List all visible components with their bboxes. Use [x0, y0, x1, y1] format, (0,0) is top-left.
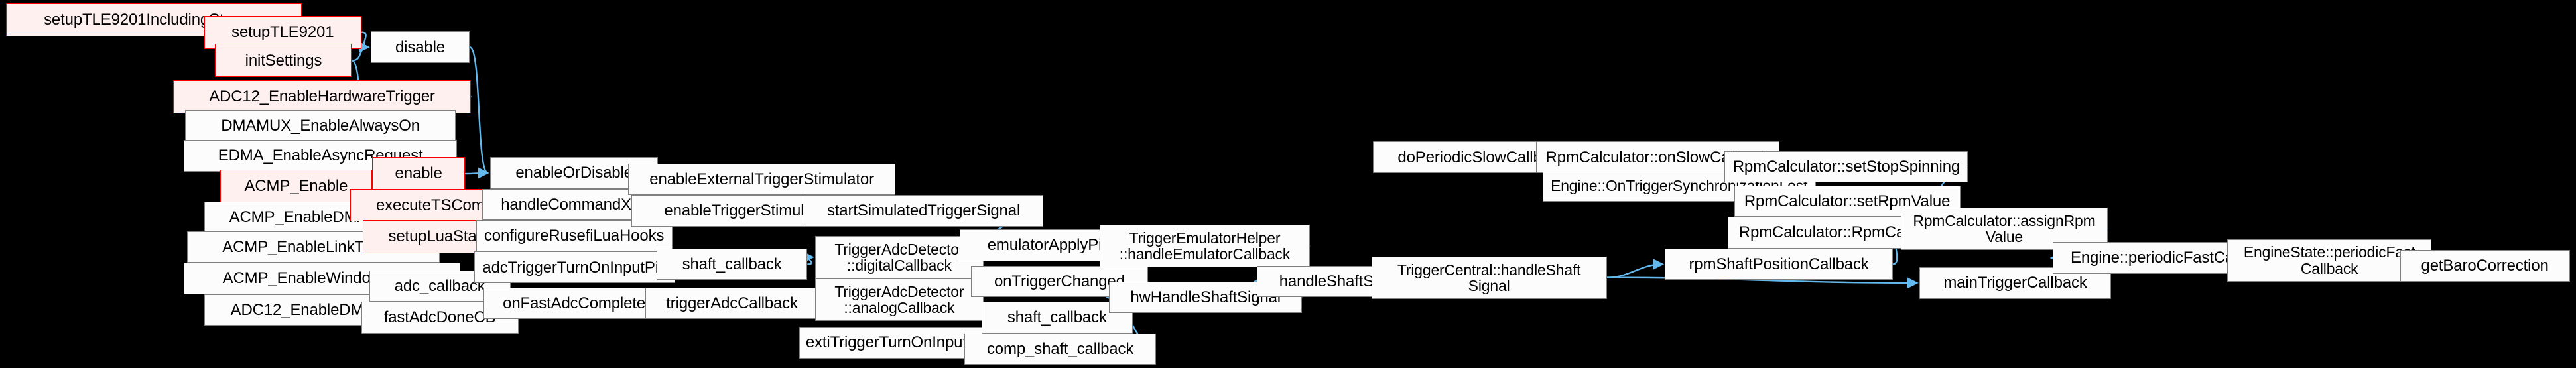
graph-node-TriggerCentral_handleShaft[interactable]: TriggerCentral::handleShaft Signal [1371, 256, 1607, 299]
graph-node-initSettings[interactable]: initSettings [215, 44, 352, 78]
graph-node-enableOrDisable[interactable]: enableOrDisable [489, 157, 659, 189]
graph-node-RpmCalculator_setStopSpinning[interactable]: RpmCalculator::setStopSpinning [1724, 151, 1968, 183]
graph-node-shaft_callback_a[interactable]: shaft_callback [656, 248, 808, 280]
graph-node-ACMP_Enable[interactable]: ACMP_Enable [220, 170, 373, 203]
graph-node-rpmShaftPositionCallback[interactable]: rpmShaftPositionCallback [1665, 248, 1893, 280]
graph-node-DMAMUX_EnableAlwaysOn[interactable]: DMAMUX_EnableAlwaysOn [185, 110, 456, 142]
graph-node-extiTriggerTurnOnInputPin[interactable]: extiTriggerTurnOnInputPin [799, 327, 996, 359]
graph-node-TriggerAdcDetector_digital[interactable]: TriggerAdcDetector ::digitalCallback [815, 235, 984, 278]
graph-node-TriggerEmulatorHelper[interactable]: TriggerEmulatorHelper ::handleEmulatorCa… [1099, 225, 1311, 268]
graph-node-shaft_callback_b[interactable]: shaft_callback [982, 302, 1133, 334]
graph-edge-shaft_callback_a-to-TriggerAdcDetector_digital [803, 251, 814, 265]
graph-node-getBaroCorrection[interactable]: getBaroCorrection [2400, 250, 2570, 282]
graph-node-disable[interactable]: disable [370, 31, 470, 63]
graph-node-ADC12_EnableHardwareTrigger[interactable]: ADC12_EnableHardwareTrigger [172, 80, 472, 113]
graph-edge-disable-to-enableOrDisable [469, 46, 489, 179]
graph-node-enable[interactable]: enable [372, 157, 465, 190]
graph-node-triggerAdcCallback[interactable]: triggerAdcCallback [645, 288, 818, 320]
graph-node-comp_shaft_callback[interactable]: comp_shaft_callback [964, 333, 1157, 365]
graph-node-EngineState_periodicFastCallback[interactable]: EngineState::periodicFast Callback [2227, 239, 2432, 282]
graph-edge-initSettings-to-disable [352, 41, 370, 62]
graph-node-TriggerAdcDetector_analog[interactable]: TriggerAdcDetector ::analogCallback [815, 278, 984, 321]
graph-node-setupTLE9201[interactable]: setupTLE9201 [204, 15, 361, 49]
graph-edge-TriggerCentral_handleShaft-to-rpmShaftPositionCallback [1606, 259, 1665, 278]
graph-node-adcTriggerTurnOnInputPin[interactable]: adcTriggerTurnOnInputPin [474, 251, 676, 283]
graph-node-startSimulatedTriggerSignal[interactable]: startSimulatedTriggerSignal [804, 195, 1043, 227]
graph-node-enableExternalTriggerStimulator[interactable]: enableExternalTriggerStimulator [628, 163, 895, 196]
graph-edge-setupTLE9201-to-disable [358, 31, 370, 53]
graph-edge-enable-to-enableOrDisable [465, 167, 489, 179]
graph-node-onFastAdcComplete[interactable]: onFastAdcComplete [483, 288, 665, 320]
